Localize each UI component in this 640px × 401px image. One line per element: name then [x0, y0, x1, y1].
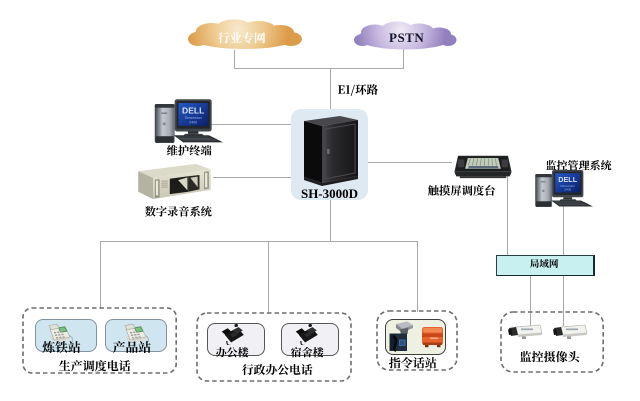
svg-text:2400: 2400: [564, 187, 571, 191]
svg-text:2400: 2400: [189, 120, 197, 124]
svg-text:Dimension: Dimension: [185, 116, 202, 120]
svg-text:Dimension: Dimension: [561, 184, 576, 188]
svg-text:DELL: DELL: [558, 175, 577, 184]
svg-text:DELL: DELL: [182, 105, 204, 115]
